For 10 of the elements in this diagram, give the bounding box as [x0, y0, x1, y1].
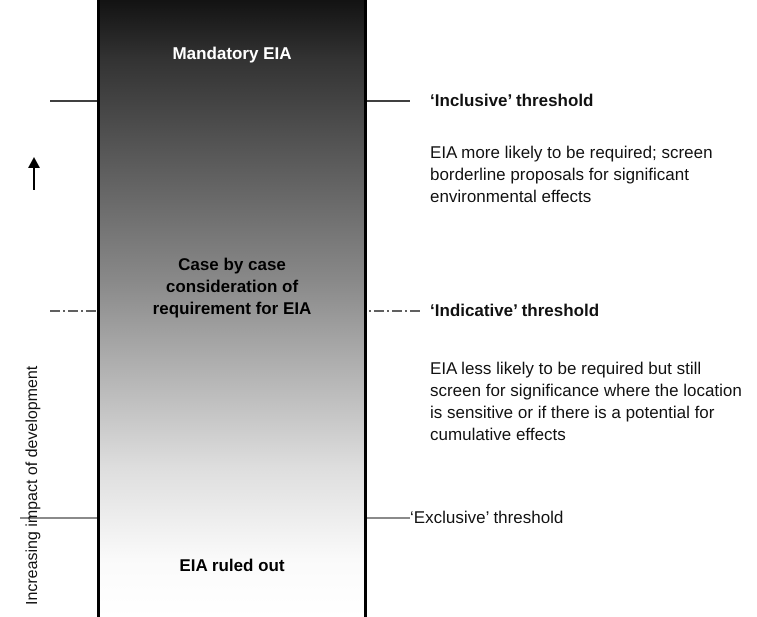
axis-label: Increasing impact of development [24, 366, 42, 605]
gradient-column [97, 0, 367, 617]
zone-label: EIA ruled out [178, 556, 286, 576]
description-text: EIA less likely to be required but still screen for significance where the location is sensitive or if there is a potential for cumulative effects [430, 358, 743, 446]
zone-label: Case by case consideration of requirement for EIA [152, 254, 312, 320]
zone-label: Mandatory EIA [171, 44, 293, 64]
threshold-label: ‘Exclusive’ threshold [410, 507, 564, 529]
threshold-label: ‘Indicative’ threshold [430, 300, 600, 322]
description-text: EIA more likely to be required; screen borderline proposals for significant environmental effects [430, 142, 714, 208]
threshold-label: ‘Inclusive’ threshold [430, 90, 594, 112]
